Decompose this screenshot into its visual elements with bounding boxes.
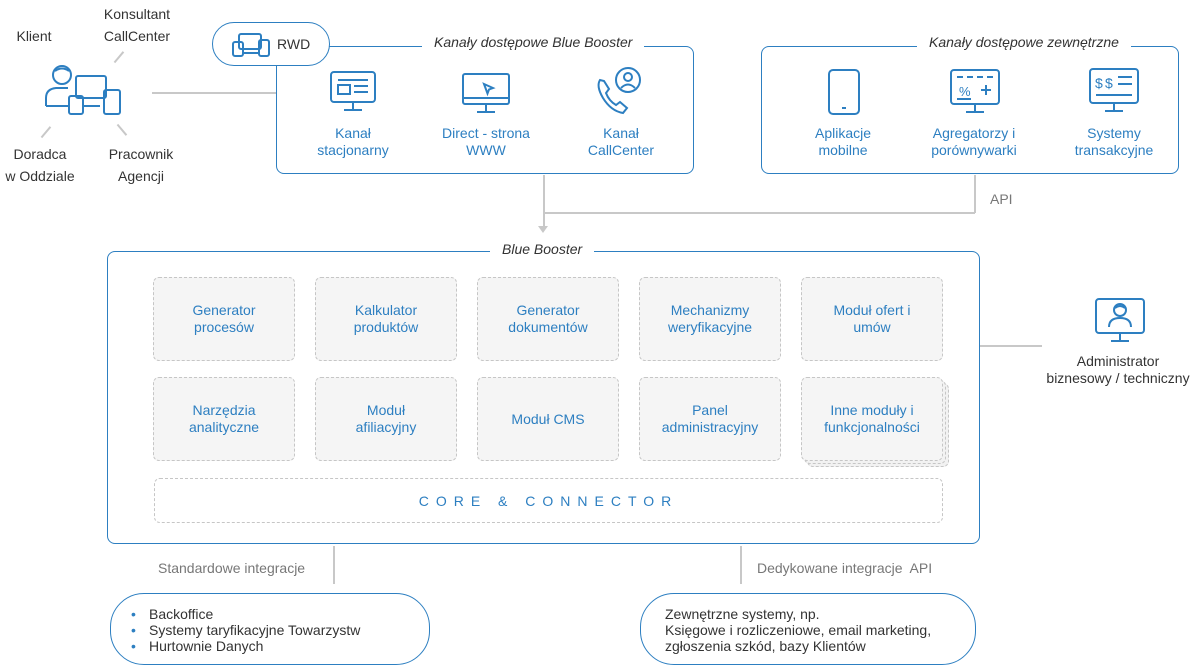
- module-afiliacyjny-line1: Moduł: [366, 402, 406, 418]
- module-generator-dokumentow-line2: dokumentów: [508, 319, 588, 335]
- channel-mobile-line1: Aplikacje: [814, 125, 872, 141]
- blue-channels-title: Kanały dostępowe Blue Booster: [422, 34, 645, 50]
- module-ofert-i-umow-line1: Moduł ofert i: [833, 302, 911, 318]
- module-kalkulator-produktow-line2: produktów: [353, 319, 419, 335]
- actor-pracownik-line1: Pracownik: [108, 146, 174, 162]
- channel-stacjonarny-line1: Kanał: [335, 125, 371, 141]
- module-generator-dokumentow-line1: Generator: [516, 302, 580, 318]
- module-cms: Moduł CMS: [477, 377, 619, 461]
- administrator-label: Administrator biznesowy / techniczny: [1035, 353, 1201, 387]
- mobile-phone-icon: [826, 68, 862, 121]
- dedicated-line1: Zewnętrzne systemy, np.: [665, 606, 820, 622]
- channel-stacjonarny-line2: stacjonarny: [317, 142, 389, 158]
- dedicated-integrations-label: Dedykowane integracje API: [757, 560, 933, 576]
- core-connector-bar: CORE & CONNECTOR: [154, 478, 943, 523]
- dedicated-line2: Księgowe i rozliczeniowe, email marketin…: [665, 622, 932, 638]
- dedicated-line3: zgłoszenia szkód, bazy Klientów: [665, 638, 866, 654]
- phone-agent-icon: [594, 66, 646, 121]
- rwd-badge: RWD: [212, 22, 330, 66]
- actor-pracownik-line2: Agencji: [118, 168, 164, 184]
- list-item: Systemy taryfikacyjne Towarzystw: [129, 622, 429, 638]
- responsive-devices-icon: [231, 32, 271, 63]
- channel-www-line2: WWW: [466, 142, 506, 158]
- list-item: Hurtownie Danych: [129, 638, 429, 654]
- module-afiliacyjny-line2: afiliacyjny: [355, 419, 417, 435]
- actor-pracownik: Pracownik Agencji: [96, 146, 186, 185]
- blue-booster-title: Blue Booster: [490, 241, 595, 257]
- channel-label-www: Direct - strona WWW: [411, 125, 561, 159]
- channel-www-line1: Direct - strona: [442, 125, 530, 141]
- connector-channels-down: [543, 175, 545, 230]
- channel-agregatorzy-line1: Agregatorzy i: [932, 125, 1016, 141]
- module-cms-line1: Moduł CMS: [511, 410, 585, 427]
- svg-text:$: $: [1095, 75, 1103, 91]
- connector-dedicated: [740, 546, 742, 584]
- rwd-label: RWD: [277, 36, 311, 52]
- channel-transakcyjne-line1: Systemy: [1087, 125, 1141, 141]
- diag-line-2: [40, 126, 51, 138]
- api-label: API: [990, 191, 1013, 207]
- module-generator-procesow-line1: Generator: [192, 302, 256, 318]
- connector-admin: [980, 345, 1042, 347]
- external-channels-title: Kanały dostępowe zewnętrzne: [917, 34, 1131, 50]
- administrator-monitor-icon: [1094, 297, 1146, 350]
- desktop-form-icon: [329, 70, 377, 117]
- module-ofert-i-umow-line2: umów: [853, 319, 891, 335]
- standard-integrations-label: Standardowe integracje: [158, 560, 306, 576]
- actor-doradca: Doradca w Oddziale: [0, 146, 80, 185]
- module-kalkulator-produktow-line1: Kalkulator: [354, 302, 418, 318]
- channel-callcenter-line2: CallCenter: [587, 142, 655, 158]
- calculator-monitor-icon: %: [949, 68, 1001, 121]
- connector-standard: [333, 546, 335, 584]
- module-narzedzia-analityczne-line2: analityczne: [188, 419, 260, 435]
- channel-label-stacjonarny: Kanał stacjonarny: [278, 125, 428, 159]
- connector-api-vertical: [974, 175, 976, 213]
- module-inne-moduly-line1: Inne moduły i: [830, 402, 914, 418]
- svg-text:$: $: [1105, 75, 1113, 91]
- dollar-monitor-icon: $ $: [1088, 67, 1140, 120]
- module-generator-procesow-line2: procesów: [194, 319, 254, 335]
- administrator-line1: Administrator: [1076, 353, 1160, 369]
- actor-doradca-line1: Doradca: [13, 146, 67, 162]
- administrator-line2: biznesowy / techniczny: [1046, 370, 1190, 386]
- actor-konsultant-line1: Konsultant: [103, 6, 171, 22]
- connector-actors-channels: [152, 92, 276, 94]
- actor-doradca-line2: w Oddziale: [5, 168, 75, 184]
- svg-text:%: %: [959, 84, 971, 99]
- diag-line-3: [116, 124, 127, 136]
- channel-callcenter-line1: Kanał: [603, 125, 639, 141]
- module-mechanizmy-weryfikacyjne-line2: weryfikacyjne: [667, 319, 753, 335]
- module-mechanizmy-weryfikacyjne-line1: Mechanizmy: [670, 302, 750, 318]
- channel-transakcyjne-line2: transakcyjne: [1074, 142, 1154, 158]
- module-panel-administracyjny-line2: administracyjny: [661, 419, 759, 435]
- channel-agregatorzy-line2: porównywarki: [931, 142, 1017, 158]
- connector-api-horizontal: [543, 212, 975, 214]
- monitor-cursor-icon: [461, 72, 511, 119]
- actor-konsultant: Konsultant CallCenter: [92, 6, 182, 45]
- module-narzedzia-analityczne-line1: Narzędzia: [192, 402, 256, 418]
- module-inne-moduly-line2: funkcjonalności: [824, 419, 920, 435]
- channel-label-callcenter: Kanał CallCenter: [546, 125, 696, 159]
- arrow-down-icon: [538, 226, 548, 233]
- channel-mobile-line2: mobilne: [818, 142, 868, 158]
- actor-konsultant-line2: CallCenter: [103, 28, 171, 44]
- standard-integrations-box: Backoffice Systemy taryfikacyjne Towarzy…: [110, 593, 430, 665]
- channel-label-agregatorzy: Agregatorzy i porównywarki: [899, 125, 1049, 159]
- module-panel-administracyjny-line1: Panel: [692, 402, 728, 418]
- channel-label-transakcyjne: Systemy transakcyjne: [1039, 125, 1189, 159]
- dedicated-integrations-box: Zewnętrzne systemy, np. Księgowe i rozli…: [640, 593, 976, 665]
- list-item: Backoffice: [129, 606, 429, 622]
- user-devices-icon: [42, 62, 124, 121]
- channel-label-mobile: Aplikacje mobilne: [768, 125, 918, 159]
- actor-klient: Klient: [16, 28, 52, 44]
